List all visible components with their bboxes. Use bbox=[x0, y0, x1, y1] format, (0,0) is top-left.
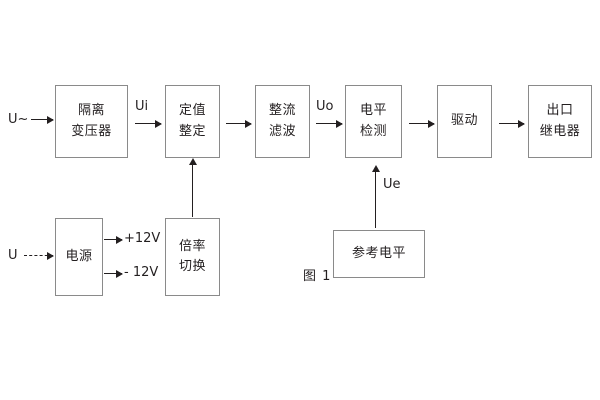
arrow-rectify-to-level bbox=[316, 120, 343, 129]
block-rectify-filter-line1: 整流 bbox=[268, 103, 296, 119]
block-power-supply[interactable]: 电源 bbox=[55, 218, 103, 296]
signal-uo-label: Uo bbox=[316, 99, 334, 114]
arrow-input-to-isolation bbox=[31, 116, 54, 125]
block-drive[interactable]: 驱动 bbox=[437, 85, 492, 158]
block-drive-line1: 驱动 bbox=[450, 113, 478, 129]
signal-ue-label: Ue bbox=[383, 177, 401, 192]
block-isolation-transformer[interactable]: 隔离 变压器 bbox=[55, 85, 128, 158]
arrow-rail-negative bbox=[104, 270, 123, 279]
arrow-input-dc-to-power-supply bbox=[24, 252, 54, 261]
input-ac-label: U~ bbox=[8, 112, 29, 127]
block-setting-value-line2: 整定 bbox=[178, 123, 206, 139]
rail-positive-label: +12V bbox=[124, 231, 161, 246]
block-multiplier-switch-line1: 倍率 bbox=[178, 238, 206, 254]
block-multiplier-switch-line2: 切换 bbox=[178, 259, 206, 274]
block-level-detect-line1: 电平 bbox=[359, 103, 387, 119]
arrow-drive-to-output-relay bbox=[499, 120, 525, 129]
block-output-relay-line2: 继电器 bbox=[539, 123, 581, 139]
block-output-relay-line1: 出口 bbox=[546, 103, 574, 119]
block-level-detect[interactable]: 电平 检测 bbox=[345, 85, 402, 158]
input-dc-label: U bbox=[8, 248, 18, 263]
arrow-setting-to-rectify bbox=[226, 120, 252, 129]
block-multiplier-switch[interactable]: 倍率 切换 bbox=[165, 218, 220, 296]
arrow-isolation-to-setting bbox=[135, 120, 162, 129]
arrow-rail-positive bbox=[104, 236, 123, 245]
block-level-detect-line2: 检测 bbox=[359, 123, 387, 139]
block-isolation-transformer-line1: 隔离 bbox=[77, 103, 105, 119]
arrow-reference-to-level-detect bbox=[372, 165, 381, 228]
block-reference-level-line1: 参考电平 bbox=[351, 245, 406, 261]
arrow-level-to-drive bbox=[409, 120, 435, 129]
signal-ui-label: Ui bbox=[135, 99, 149, 114]
block-setting-value-line1: 定值 bbox=[178, 103, 206, 119]
arrow-multiplier-to-setting bbox=[189, 158, 198, 217]
rail-negative-label: - 12V bbox=[124, 265, 159, 280]
block-output-relay[interactable]: 出口 继电器 bbox=[528, 85, 592, 158]
block-setting-value[interactable]: 定值 整定 bbox=[165, 85, 220, 158]
block-isolation-transformer-line2: 变压器 bbox=[71, 123, 112, 139]
block-reference-level[interactable]: 参考电平 bbox=[333, 230, 425, 278]
block-rectify-filter[interactable]: 整流 滤波 bbox=[255, 85, 310, 158]
block-rectify-filter-line2: 滤波 bbox=[268, 123, 296, 139]
figure-caption: 图 1 bbox=[303, 269, 332, 284]
block-power-supply-line1: 电源 bbox=[65, 248, 93, 264]
